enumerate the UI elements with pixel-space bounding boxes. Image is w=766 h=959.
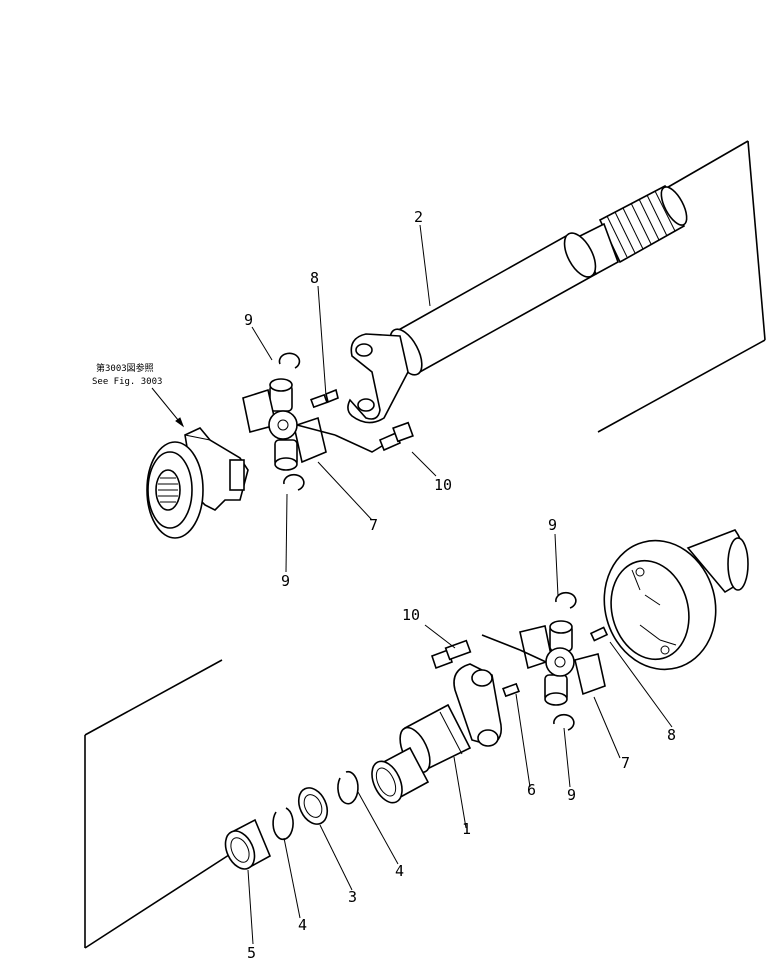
callout-9-lower-top: 9 [548,516,557,534]
reference-note-jp: 第3003図参照 [96,362,154,374]
slip-yoke-part-1 [371,663,503,804]
snap-ring-lower-top [555,591,577,609]
snap-ring-upper-top [278,352,301,369]
callout-10-upper: 10 [434,476,452,494]
seal-part-3 [297,787,329,825]
lower-assembly-frame [84,659,233,949]
leader-lines [151,224,673,945]
snap-ring-part-4-left [272,807,294,841]
reference-note-en: See Fig. 3003 [92,377,162,387]
callout-2: 2 [414,208,423,226]
callout-4-left: 4 [298,916,307,934]
callout-7-upper: 7 [369,516,378,534]
callout-1: 1 [462,820,471,838]
callout-7-lower: 7 [621,754,630,772]
callout-4-right: 4 [395,862,404,880]
universal-joint-lower [481,620,606,706]
snap-ring-part-4-right [337,770,359,805]
grease-fitting-part-6 [502,682,520,698]
bolt-lower [430,639,472,670]
callout-8-lower: 8 [667,726,676,744]
sleeve-part-5 [224,818,272,870]
universal-joint-upper [242,378,393,471]
grease-fitting-upper [310,388,339,409]
callout-9-upper-bottom: 9 [281,572,290,590]
callout-10-lower: 10 [402,606,420,624]
callout-3: 3 [348,888,357,906]
callout-9-lower-bottom: 9 [567,786,576,804]
flange-yoke-right [603,529,749,671]
grease-fitting-lower-right [589,626,609,642]
snap-ring-lower-bottom [553,713,575,731]
drive-shaft-part-2 [347,184,688,424]
callout-8-upper: 8 [310,269,319,287]
snap-ring-upper-bottom [283,473,305,491]
callout-5: 5 [247,944,256,959]
callout-9-upper-top: 9 [244,311,253,329]
flange-yoke-left [146,427,249,539]
bolt-upper [378,421,414,452]
upper-assembly-frame [597,140,766,433]
callout-6: 6 [527,781,536,799]
